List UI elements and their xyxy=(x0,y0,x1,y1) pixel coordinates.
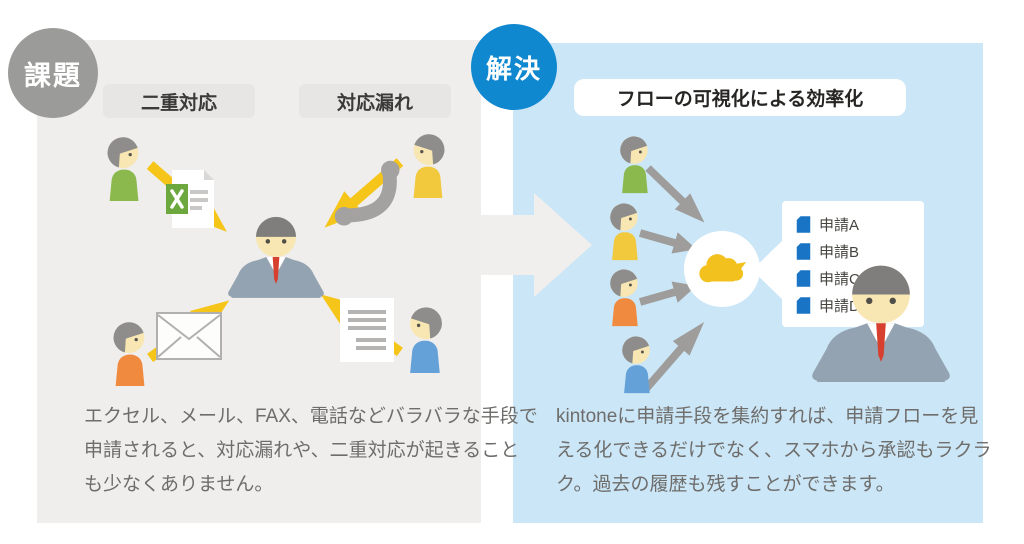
approver-manager-icon xyxy=(806,256,956,382)
app-file-icon xyxy=(796,270,811,287)
solution-title: フローの可視化による効率化 xyxy=(574,79,906,116)
label-missed-response: 対応漏れ xyxy=(299,84,451,118)
kintone-hub xyxy=(684,231,760,307)
solution-badge: 解決 xyxy=(471,24,557,110)
paper-document-icon xyxy=(340,298,394,362)
arrow-green-to-kintone-icon xyxy=(645,165,705,223)
employee-orange-icon xyxy=(600,263,648,327)
employee-orange-icon xyxy=(102,315,156,387)
problem-badge: 課題 xyxy=(8,28,98,118)
excel-file-icon xyxy=(166,170,214,228)
manager-icon xyxy=(224,210,328,298)
arrow-orange-to-kintone-icon xyxy=(638,281,697,306)
label-duplicate-response: 二重対応 xyxy=(103,84,255,118)
employee-yellow-icon xyxy=(600,197,648,261)
solution-badge-label: 解決 xyxy=(485,53,542,84)
employee-green-icon xyxy=(610,130,658,194)
transition-arrow-icon xyxy=(480,193,592,297)
app-file-icon xyxy=(796,216,811,233)
envelope-icon xyxy=(156,312,222,360)
app-file-icon xyxy=(796,297,811,314)
solution-description: kintoneに申請手段を集約すれば、申請フローを見 える化できるだけでなく、ス… xyxy=(556,406,992,495)
list-item: 申請D xyxy=(796,292,924,319)
problem-badge-label: 課題 xyxy=(24,60,82,91)
list-item: 申請A xyxy=(796,211,924,238)
employee-blue-icon xyxy=(612,330,660,394)
list-item: 申請B xyxy=(796,238,924,265)
kintone-cloud-icon xyxy=(699,254,747,283)
employee-blue-icon xyxy=(398,300,454,374)
app-file-icon xyxy=(796,243,811,260)
phone-handset-icon xyxy=(334,160,400,226)
list-item: 申請C xyxy=(796,265,924,292)
employee-yellow-icon xyxy=(402,127,456,199)
arrow-blue-to-kintone-icon xyxy=(642,321,705,393)
card-tail xyxy=(752,240,783,300)
problem-description: エクセル、メール、FAX、電話などバラバラな手段で 申請されると、対応漏れや、二… xyxy=(84,406,538,495)
employee-green-icon xyxy=(96,130,150,202)
arrow-yellow-to-kintone-icon xyxy=(638,229,697,254)
